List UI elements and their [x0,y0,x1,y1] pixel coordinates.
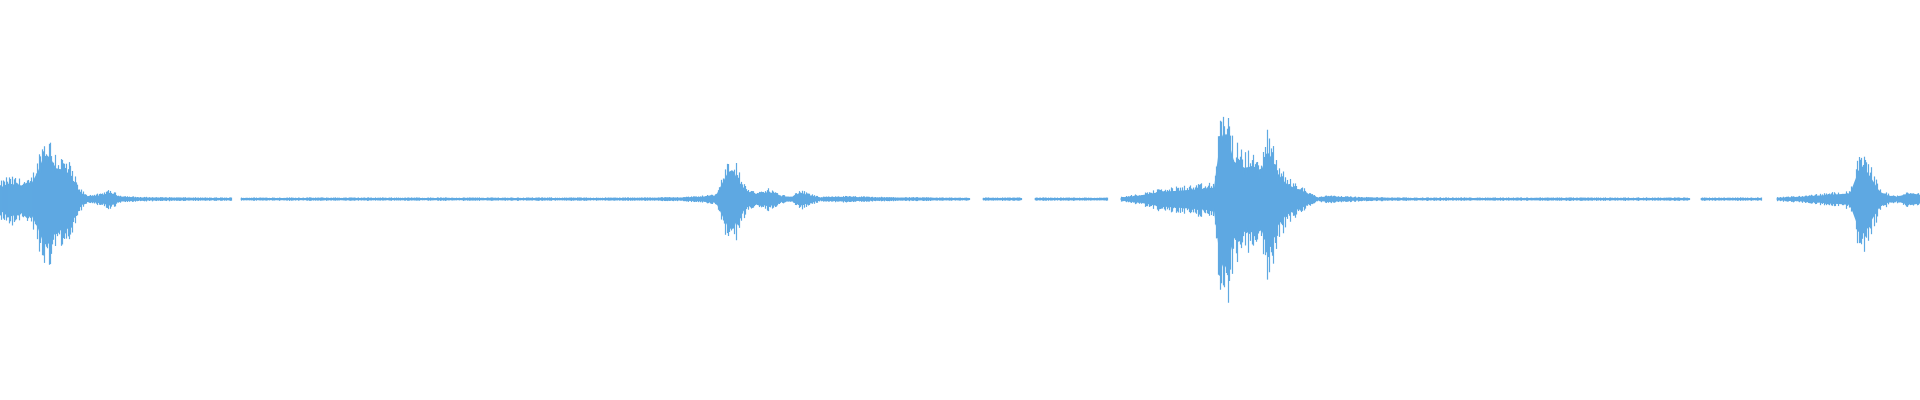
waveform-fine-detail [0,116,1920,303]
waveform-envelope [0,131,1920,270]
